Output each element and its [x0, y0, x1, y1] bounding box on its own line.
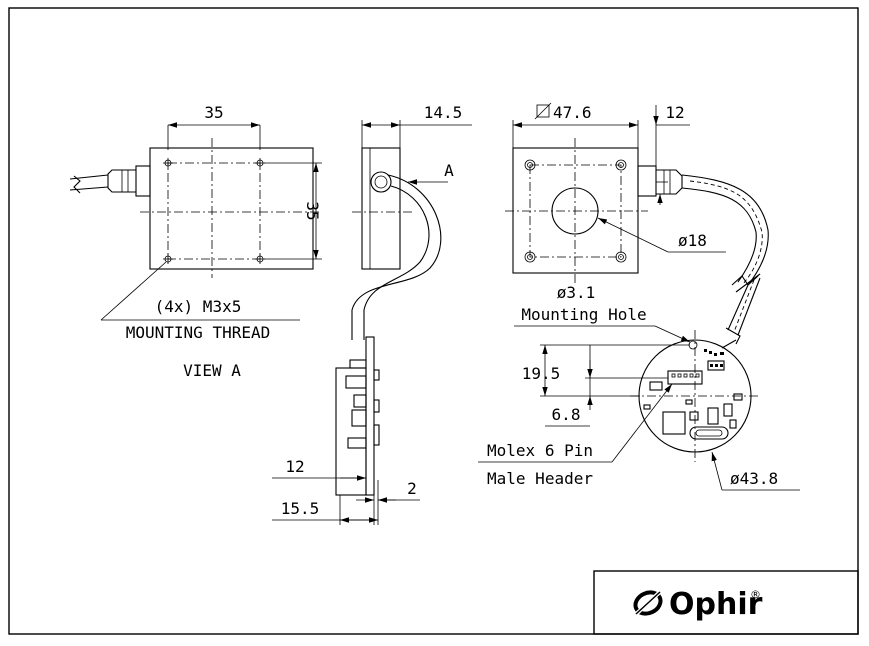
- mounting-hole-dim: ø3.1: [557, 283, 596, 302]
- rear-view: 47.6 12 ø18: [505, 102, 769, 345]
- molex-label-1: Molex 6 Pin: [487, 441, 593, 460]
- dim-board-diameter: ø43.8: [730, 469, 778, 488]
- ophir-logo-icon: [632, 588, 664, 618]
- pcb-side-view: 12 15.5 2: [272, 336, 420, 525]
- dim-square-size: 47.6: [553, 103, 592, 122]
- rear-mounting-holes: [524, 159, 627, 263]
- dim-pcb-12: 12: [285, 457, 304, 476]
- dim-header-y2: 6.8: [552, 405, 581, 424]
- logo-block: Ophir ®: [593, 570, 859, 635]
- view-arrow-a: A: [444, 161, 454, 180]
- cable-left: [69, 165, 151, 197]
- dim-side-depth: 14.5: [424, 103, 463, 122]
- front-view: 35 35 (4x) M3x5 MOUNTING THREAD VIEW A: [69, 103, 322, 380]
- cable-right: [637, 165, 769, 345]
- mounting-hole-label: Mounting Hole: [521, 305, 646, 324]
- side-view: A 14.5: [351, 103, 472, 340]
- dim-pcb-thickness: 2: [407, 479, 417, 498]
- dim-aperture: ø18: [678, 231, 707, 250]
- pcb-face-view: ø3.1 Mounting Hole 19.5 6.8 Molex 6 Pin …: [478, 283, 800, 491]
- thread-count-label: (4x) M3x5: [155, 297, 242, 316]
- dim-front-height: 35: [303, 201, 322, 220]
- dim-pcb-depth: 15.5: [281, 499, 320, 518]
- brand-registered-mark: ®: [750, 588, 761, 601]
- molex-label-2: Male Header: [487, 469, 593, 488]
- mounting-hole-marks: [163, 158, 265, 264]
- dim-header-y1: 19.5: [522, 364, 561, 383]
- drawing-frame: [8, 7, 859, 635]
- dim-front-width: 35: [204, 103, 223, 122]
- brand-name: Ophir: [669, 587, 763, 622]
- mounting-thread-label: MOUNTING THREAD: [126, 323, 271, 342]
- dim-connector-offset: 12: [665, 103, 684, 122]
- view-a-label: VIEW A: [183, 361, 241, 380]
